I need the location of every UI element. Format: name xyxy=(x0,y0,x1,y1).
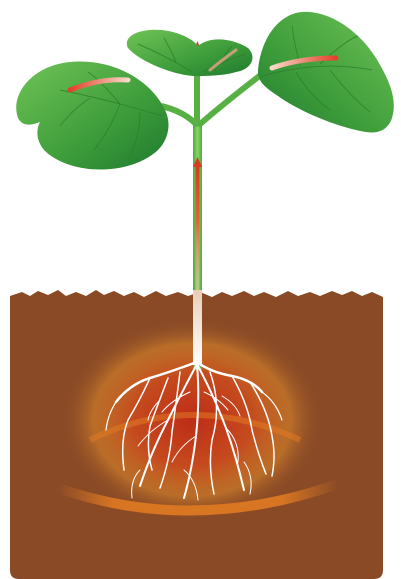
leaf-icon xyxy=(127,30,253,76)
leaf-icon xyxy=(258,12,394,133)
leaf-icon xyxy=(16,61,168,169)
